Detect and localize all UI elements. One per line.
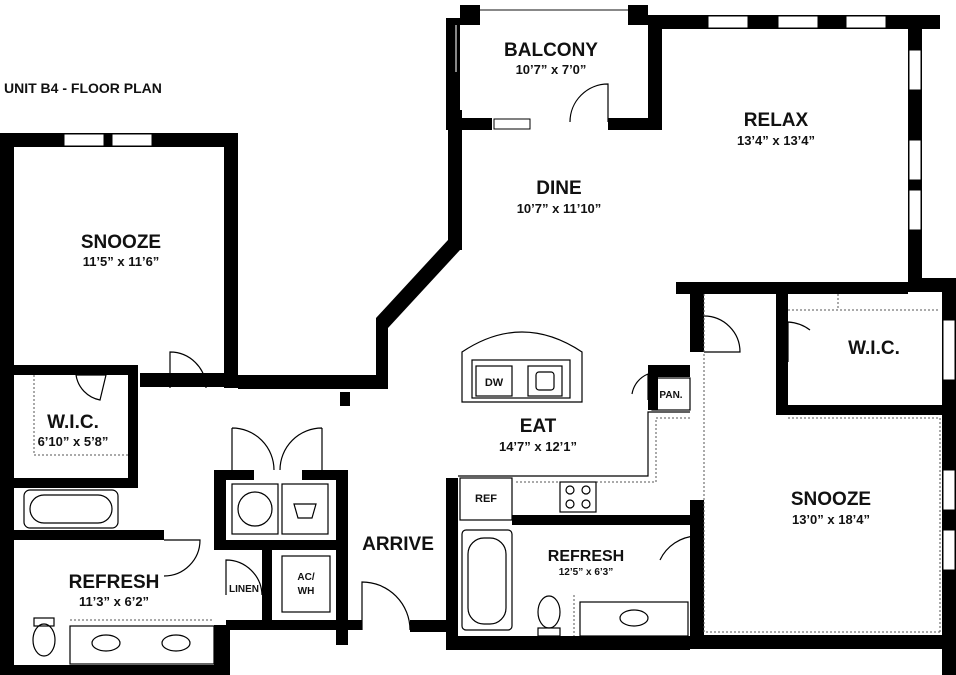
doors	[75, 83, 811, 631]
refresh-left-name: REFRESH	[69, 572, 160, 593]
snooze-left-dim: 11’5” x 11’6”	[83, 254, 160, 269]
wic-right-name: W.I.C.	[848, 338, 900, 359]
plan-title: UNIT B4 - FLOOR PLAN	[4, 80, 162, 96]
snooze-right-name: SNOOZE	[791, 489, 871, 510]
wic-left-name: W.I.C.	[47, 412, 99, 433]
balcony-name: BALCONY	[504, 40, 598, 61]
acwh-label-line2: WH	[298, 586, 315, 597]
refresh-mid-name: REFRESH	[548, 548, 624, 565]
pantry-label: PAN.	[659, 390, 682, 401]
eat-name: EAT	[520, 416, 557, 437]
snooze-left-name: SNOOZE	[81, 232, 161, 253]
refrigerator-label: REF	[475, 493, 497, 505]
acwh-label-line1: AC/	[297, 572, 314, 583]
dine-name: DINE	[536, 178, 581, 199]
refresh-mid-dim: 12’5” x 6’3”	[559, 567, 613, 578]
eat-dim: 14’7” x 12’1”	[499, 439, 577, 454]
dishwasher-label: DW	[485, 377, 504, 389]
refresh-left-dim: 11’3” x 6’2”	[79, 594, 149, 609]
relax-dim: 13’4” x 13’4”	[737, 133, 815, 148]
wic-left-dim: 6’10” x 5’8”	[38, 434, 109, 449]
linen-label: LINEN	[229, 584, 259, 595]
relax-name: RELAX	[744, 110, 809, 131]
snooze-right-dim: 13’0” x 18’4”	[792, 512, 870, 527]
balcony-dim: 10’7” x 7’0”	[516, 62, 587, 77]
arrive-name: ARRIVE	[362, 534, 434, 555]
windows	[63, 9, 956, 571]
fixtures	[23, 294, 941, 665]
dine-dim: 10’7” x 11’10”	[517, 201, 602, 216]
